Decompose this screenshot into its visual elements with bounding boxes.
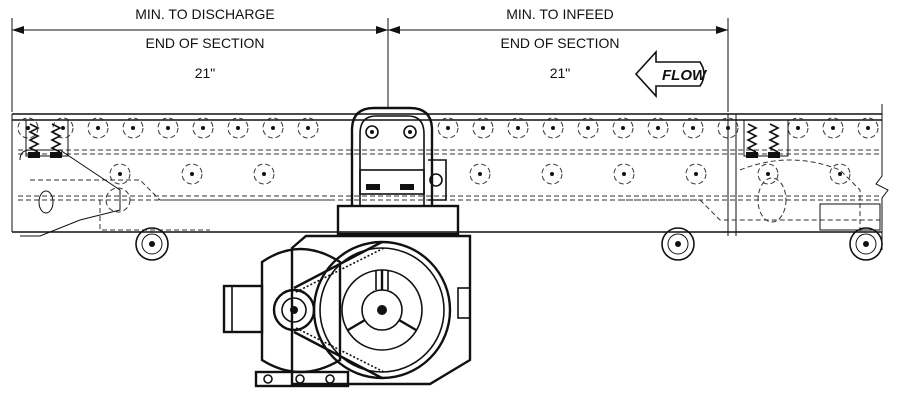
support-wheel-middle: [661, 227, 695, 261]
flow-arrow-icon: FLOW: [634, 49, 708, 99]
roller-axle: [586, 126, 590, 130]
roller-axle: [726, 126, 730, 130]
lower-dashed-rollers: [109, 163, 851, 185]
roller-icon: [577, 117, 599, 139]
roller-icon: [822, 117, 844, 139]
roller-icon: [472, 117, 494, 139]
lower-roller-icon: [829, 163, 851, 185]
lower-roller-axle: [118, 172, 122, 176]
roller-icon: [542, 117, 564, 139]
discharge-line1: MIN. TO DISCHARGE: [135, 6, 275, 22]
lower-roller-icon: [757, 163, 779, 185]
roller-axle: [96, 126, 100, 130]
discharge-value: 21": [195, 65, 216, 81]
conveyor-frame: [11, 104, 889, 250]
infeed-dimension-label: MIN. TO INFEED END OF SECTION 21": [495, 6, 625, 81]
roller-axle: [201, 126, 205, 130]
roller-axle: [481, 126, 485, 130]
roller-axle: [516, 126, 520, 130]
lower-roller-icon: [181, 163, 203, 185]
tension-spring-left: [25, 119, 69, 158]
roller-icon: [682, 117, 704, 139]
gear-reducer-housing: [290, 204, 472, 386]
motor: [222, 247, 350, 388]
infeed-line2: END OF SECTION: [500, 35, 619, 51]
roller-axle: [166, 126, 170, 130]
conveyor-rollers: [17, 117, 879, 139]
roller-axle: [61, 126, 65, 130]
roller-icon: [297, 117, 319, 139]
discharge-dimension-label: MIN. TO DISCHARGE END OF SECTION 21": [130, 6, 280, 81]
drive-sheave-icon: [312, 240, 452, 380]
lower-roller-icon: [253, 163, 275, 185]
lower-roller-icon: [109, 163, 131, 185]
roller-axle: [551, 126, 555, 130]
lower-roller-icon: [613, 163, 635, 185]
dimension-lines: [11, 18, 729, 112]
support-wheel-right: [849, 227, 883, 261]
infeed-line1: MIN. TO INFEED: [506, 6, 614, 22]
lower-roller-icon: [541, 163, 563, 185]
roller-icon: [52, 117, 74, 139]
lower-roller-axle: [478, 172, 482, 176]
drive-mount-bracket: [350, 106, 447, 206]
roller-icon: [612, 117, 634, 139]
lower-roller-axle: [190, 172, 194, 176]
roller-axle: [446, 126, 450, 130]
roller-axle: [866, 126, 870, 130]
roller-axle: [656, 126, 660, 130]
roller-icon: [122, 117, 144, 139]
roller-axle: [131, 126, 135, 130]
lower-roller-axle: [550, 172, 554, 176]
lower-roller-icon: [685, 163, 707, 185]
roller-axle: [271, 126, 275, 130]
roller-icon: [717, 117, 739, 139]
roller-icon: [87, 117, 109, 139]
roller-axle: [306, 126, 310, 130]
tension-spring-right: [743, 119, 789, 158]
roller-icon: [262, 117, 284, 139]
support-wheel-left: [135, 227, 169, 261]
roller-icon: [157, 117, 179, 139]
lower-roller-icon: [469, 163, 491, 185]
roller-icon: [507, 117, 529, 139]
roller-axle: [26, 126, 30, 130]
roller-icon: [647, 117, 669, 139]
roller-axle: [236, 126, 240, 130]
roller-axle: [796, 126, 800, 130]
roller-axle: [621, 126, 625, 130]
lower-roller-axle: [766, 172, 770, 176]
roller-icon: [437, 117, 459, 139]
roller-axle: [691, 126, 695, 130]
lower-roller-axle: [838, 172, 842, 176]
flow-label: FLOW: [662, 67, 708, 84]
discharge-line2: END OF SECTION: [145, 35, 264, 51]
roller-icon: [857, 117, 879, 139]
lower-roller-axle: [622, 172, 626, 176]
roller-icon: [227, 117, 249, 139]
roller-icon: [787, 117, 809, 139]
lower-roller-axle: [694, 172, 698, 176]
roller-icon: [192, 117, 214, 139]
lower-roller-axle: [262, 172, 266, 176]
infeed-value: 21": [550, 65, 571, 81]
roller-axle: [831, 126, 835, 130]
